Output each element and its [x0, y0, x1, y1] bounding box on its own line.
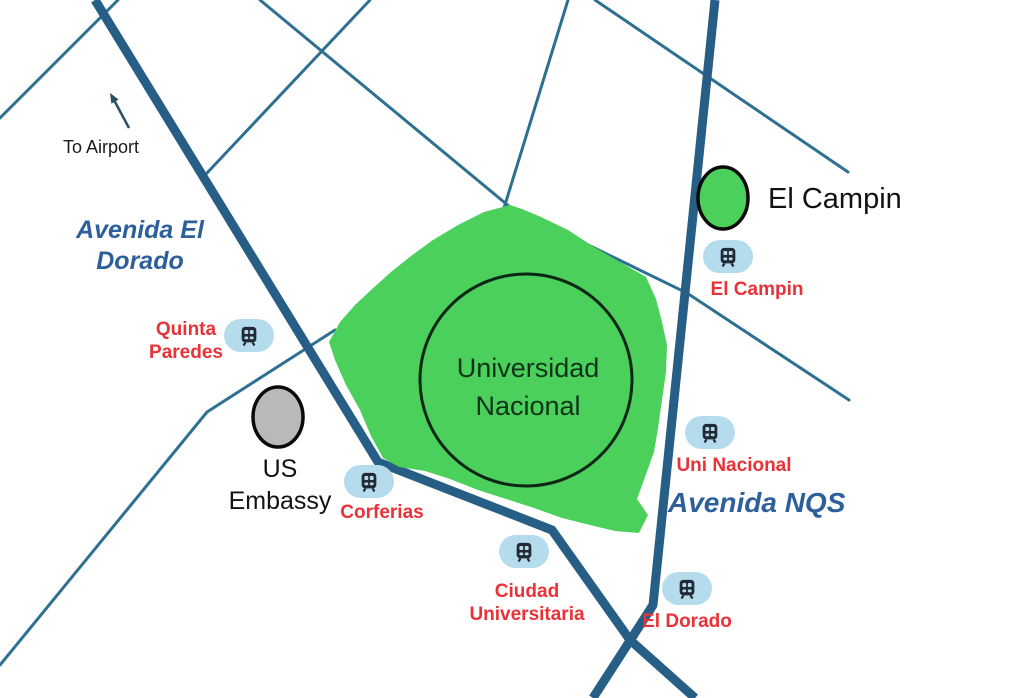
station-label-ciudad-universitaria-line1: Ciudad: [494, 581, 560, 602]
station-label-quinta-paredes: Quinta Paredes: [116, 318, 256, 364]
us-embassy-shape: [251, 385, 305, 449]
to-airport-arrow: [110, 93, 131, 129]
transit-station-icon: [702, 423, 718, 443]
minor-road-to-park-apex-west: [258, 0, 512, 209]
universidad-nacional-park: [329, 205, 667, 533]
universidad-nacional-label-line2: Nacional: [475, 391, 581, 421]
station-label-quinta-paredes-line1: Quinta: [155, 319, 217, 340]
station-label-corferias: Corferias: [340, 502, 424, 523]
us-embassy-label-line1: US: [262, 455, 298, 483]
station-label-ciudad-universitaria-line2: Universitaria: [469, 604, 585, 625]
avenida-nqs-label: Avenida NQS: [668, 487, 846, 518]
avenida-el-dorado-label: Avenida El Dorado: [35, 215, 245, 277]
us-embassy-label: US Embassy: [195, 453, 365, 517]
avenida-el-dorado-label-line1: Avenida El: [76, 216, 204, 244]
station-marker-quinta-paredes: [224, 319, 274, 352]
minor-road-northwest: [0, 0, 120, 120]
avenida-el-dorado-label-line2: Dorado: [96, 247, 184, 275]
station-label-el-dorado: El Dorado: [642, 611, 732, 632]
station-label-uni-nacional: Uni Nacional: [676, 455, 792, 476]
minor-road-to-park-apex-north: [502, 0, 570, 210]
station-marker-el-campin: [703, 240, 753, 273]
station-label-quinta-paredes-line2: Paredes: [149, 342, 223, 363]
avenida-nqs-road: [589, 0, 720, 698]
avenida-el-dorado-road: [91, 0, 698, 698]
transit-station-icon: [516, 542, 532, 562]
transit-station-icon: [720, 247, 736, 267]
station-label-ciudad-universitaria: Ciudad Universitaria: [437, 580, 617, 626]
universidad-nacional-label-line1: Universidad: [456, 353, 600, 383]
el-campin-stadium-label: El Campin: [768, 183, 902, 215]
transit-station-icon: [361, 472, 377, 492]
station-label-el-campin: El Campin: [710, 279, 804, 300]
station-marker-ciudad-universitaria: [499, 535, 549, 568]
universidad-nacional-label: Universidad Nacional: [418, 349, 638, 425]
el-campin-stadium-shape: [696, 165, 750, 231]
station-marker-corferias: [344, 465, 394, 498]
minor-road-southwest: [0, 328, 337, 667]
to-airport-label: To Airport: [63, 137, 140, 157]
transit-station-icon: [241, 326, 257, 346]
universidad-nacional-circle-outline: [418, 272, 634, 488]
transit-station-icon: [679, 579, 695, 599]
us-embassy-label-line2: Embassy: [228, 487, 332, 515]
station-marker-el-dorado: [662, 572, 712, 605]
station-marker-uni-nacional: [685, 416, 735, 449]
minor-road-northeast: [593, 0, 850, 174]
minor-road-diagonal-short: [205, 0, 372, 175]
